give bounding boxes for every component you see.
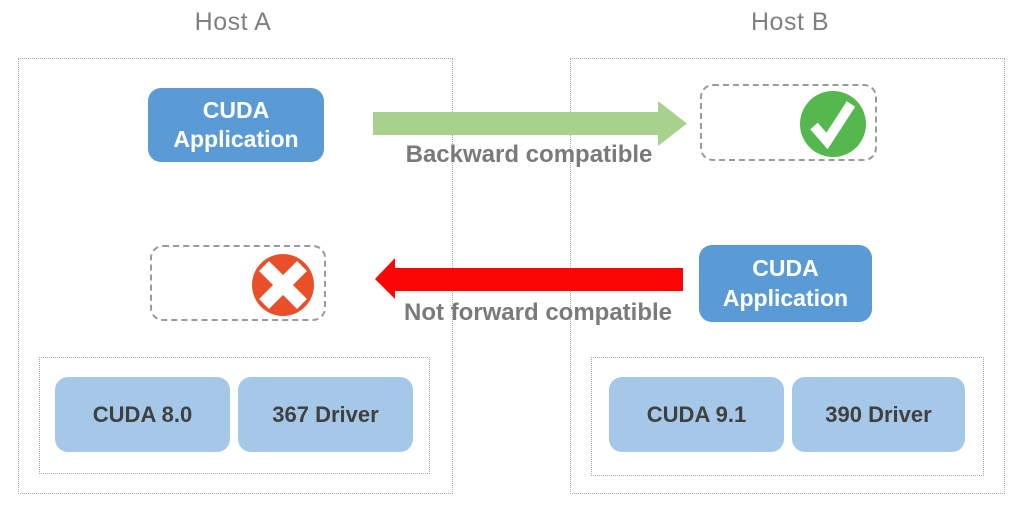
not-forward-compatible-label: Not forward compatible: [403, 299, 673, 326]
host-a-driver-version-badge: 367 Driver: [238, 377, 413, 452]
error-cross-icon: [252, 254, 314, 316]
host-a-cuda-version-badge: CUDA 8.0: [55, 377, 230, 452]
host-b-cuda-version-badge: CUDA 9.1: [609, 377, 784, 452]
not-forward-compatible-arrow-left-icon: [375, 258, 683, 299]
backward-compatible-label: Backward compatible: [405, 141, 653, 168]
host-a-title: Host A: [194, 8, 272, 36]
host-a-compatibility-result-box: [150, 245, 326, 321]
host-a-cuda-application-box: CUDA Application: [148, 88, 324, 162]
host-b-cuda-application-box: CUDA Application: [699, 245, 872, 322]
success-check-icon: [800, 91, 866, 157]
backward-compatible-arrow-right-icon: [373, 101, 687, 146]
host-b-driver-stack-panel: [591, 357, 984, 476]
host-b-title: Host B: [750, 8, 830, 36]
host-b-compatibility-result-box: [700, 84, 877, 161]
host-b-driver-version-badge: 390 Driver: [792, 377, 965, 452]
host-a-driver-stack-panel: [39, 357, 430, 474]
